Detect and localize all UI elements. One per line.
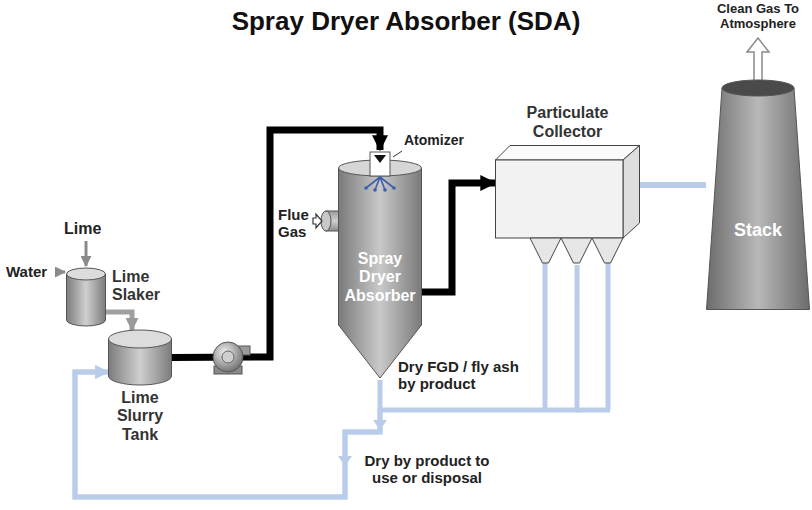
- flow-connector: [106, 312, 132, 330]
- node-shape: [66, 268, 106, 326]
- text-label: Clean Gas To Atmosphere: [706, 2, 810, 32]
- node-label: Lime Slurry Tank: [102, 389, 178, 444]
- tank-node: Lime Slaker: [66, 268, 106, 326]
- node-label: Stack: [706, 220, 810, 241]
- feed-arrow: [55, 271, 65, 274]
- flow-arrowhead: [373, 420, 387, 430]
- discharge-line: [575, 408, 610, 413]
- pump-symbol: [213, 342, 250, 374]
- absorber-vessel: Spray Dryer Absorber: [338, 150, 422, 380]
- feed-arrow: [85, 241, 88, 266]
- leader-line: [393, 151, 402, 157]
- flow-connector: [422, 183, 495, 292]
- node-shape: [706, 80, 810, 310]
- flow-connector: [640, 182, 706, 188]
- node-label: Spray Dryer Absorber: [342, 250, 418, 305]
- node-label: Lime Slaker: [112, 268, 174, 305]
- node-shape: [108, 330, 172, 385]
- flow-connector: [75, 372, 380, 497]
- discharge-line: [606, 262, 611, 410]
- stack-node: Stack: [706, 80, 810, 310]
- tank-node: Lime Slurry Tank: [108, 330, 172, 385]
- diagram-title: Spray Dryer Absorber (SDA): [0, 6, 812, 37]
- node-shape: [495, 145, 640, 265]
- text-label: Dry FGD / fly ash by product: [398, 358, 538, 393]
- flue-gas-arrow: [313, 214, 322, 228]
- text-label: Atomizer: [404, 132, 484, 148]
- clean-gas-arrow: [747, 38, 769, 82]
- flow-arrowhead: [338, 456, 352, 466]
- collector-box: Particulate Collector: [495, 145, 640, 265]
- text-label: Lime: [64, 220, 114, 238]
- flow-connector: [75, 265, 577, 497]
- text-label: Flue Gas: [278, 206, 314, 241]
- text-label: Water: [6, 263, 56, 280]
- flue-gas-duct: [321, 211, 340, 231]
- node-label: Particulate Collector: [495, 104, 640, 141]
- discharge-line: [543, 262, 548, 410]
- text-label: Dry by product to use or disposal: [352, 452, 502, 487]
